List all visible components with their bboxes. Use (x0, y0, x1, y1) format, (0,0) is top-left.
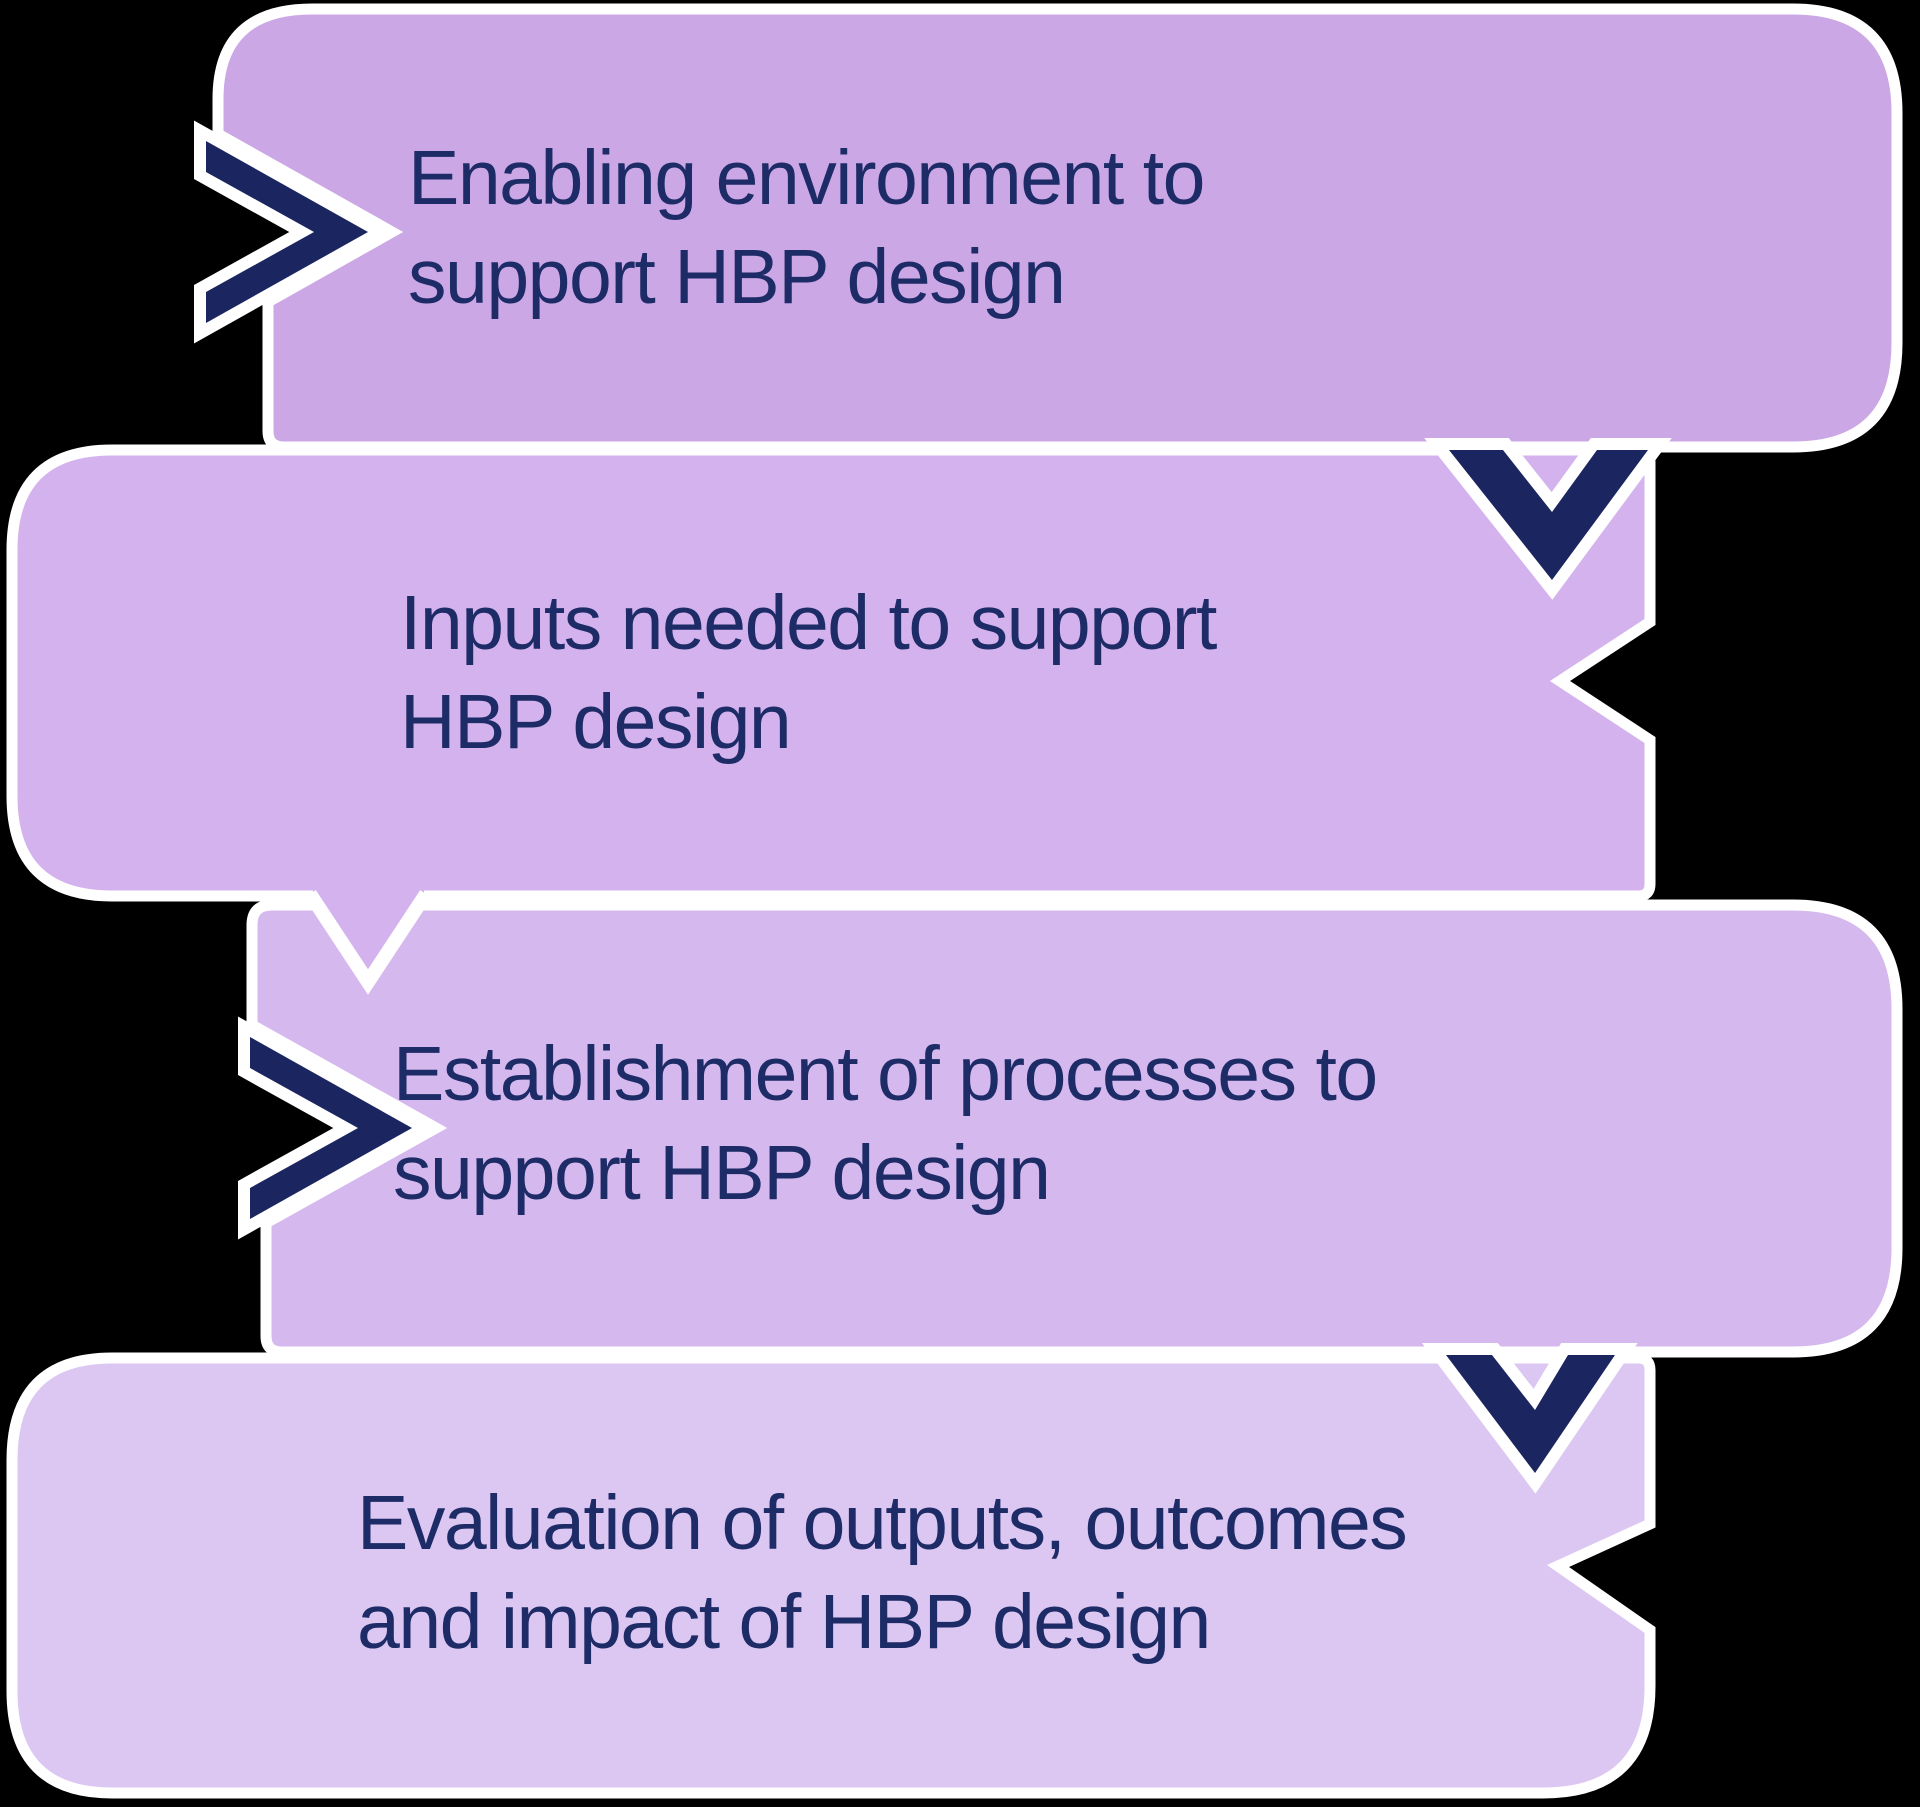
step-2-label-line-2: HBP design (400, 679, 792, 765)
step-3-chevron-right-icon (250, 1037, 412, 1219)
step-4-label-line-2: and impact of HBP design (357, 1579, 1211, 1665)
step-4-box-shape (6, 1352, 1656, 1799)
step-2-3-connector-outline (304, 890, 432, 995)
step-4-label-line-1: Evaluation of outputs, outcomes (357, 1480, 1408, 1566)
step-2-label: Inputs needed to support HBP design (400, 574, 1217, 772)
step-1-label-line-1: Enabling environment to (408, 135, 1205, 221)
step-3-box-shape (246, 899, 1903, 1358)
step-2-label-line-1: Inputs needed to support (400, 580, 1217, 666)
step-3-label: Establishment of processes to support HB… (393, 1025, 1378, 1223)
step-3-label-line-2: support HBP design (393, 1130, 1051, 1216)
step-3-label-line-1: Establishment of processes to (393, 1031, 1378, 1117)
step-1-label: Enabling environment to support HBP desi… (408, 129, 1205, 327)
step-1-chevron-right-icon (206, 141, 368, 323)
step-3-4-chevron-down-icon (1446, 1355, 1615, 1473)
step-1-label-line-2: support HBP design (408, 234, 1066, 320)
step-1-box-shape (212, 3, 1903, 453)
step-4-label: Evaluation of outputs, outcomes and impa… (357, 1474, 1408, 1672)
step-2-3-connector-notch (313, 868, 424, 982)
step-1-2-chevron-down-icon (1449, 450, 1648, 580)
